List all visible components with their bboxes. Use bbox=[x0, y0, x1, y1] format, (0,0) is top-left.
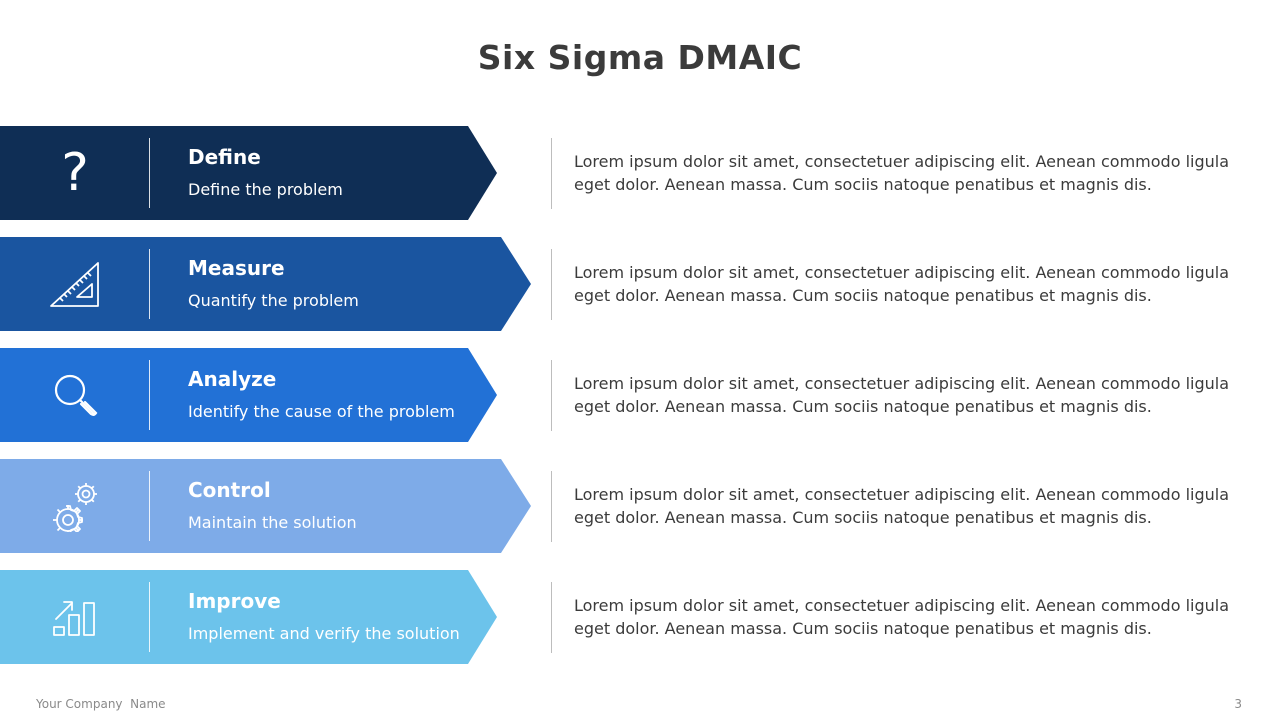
step-arrow-shape bbox=[0, 126, 497, 220]
step-title: Control bbox=[188, 478, 271, 502]
description-separator bbox=[551, 249, 552, 320]
step-subtitle: Quantify the problem bbox=[188, 291, 359, 310]
footer-page-number: 3 bbox=[1234, 697, 1242, 711]
step-row-analyze: Analyze Identify the cause of the proble… bbox=[0, 348, 1280, 442]
step-subtitle: Maintain the solution bbox=[188, 513, 357, 532]
step-title: Improve bbox=[188, 589, 281, 613]
description-separator bbox=[551, 138, 552, 209]
step-arrow-measure bbox=[0, 237, 531, 331]
step-divider bbox=[149, 471, 150, 541]
description-separator bbox=[551, 471, 552, 542]
step-arrow-define bbox=[0, 126, 497, 220]
step-title: Analyze bbox=[188, 367, 277, 391]
step-divider bbox=[149, 582, 150, 652]
step-title: Measure bbox=[188, 256, 285, 280]
step-subtitle: Identify the cause of the problem bbox=[188, 402, 455, 421]
step-title: Define bbox=[188, 145, 261, 169]
question-mark-glyph: ? bbox=[61, 143, 89, 203]
step-row-define: ? Define Define the problem Lorem ipsum … bbox=[0, 126, 1280, 220]
step-arrow-analyze bbox=[0, 348, 497, 442]
step-arrow-control bbox=[0, 459, 531, 553]
gears-icon bbox=[38, 479, 112, 533]
step-row-measure: Measure Quantify the problem Lorem ipsum… bbox=[0, 237, 1280, 331]
step-subtitle: Implement and verify the solution bbox=[188, 624, 460, 643]
question-mark-icon: ? bbox=[38, 146, 112, 200]
step-arrow-shape bbox=[0, 348, 497, 442]
step-description: Lorem ipsum dolor sit amet, consectetuer… bbox=[574, 485, 1230, 527]
slide-title: Six Sigma DMAIC bbox=[477, 38, 803, 77]
step-divider bbox=[149, 360, 150, 430]
growth-chart-icon bbox=[38, 590, 112, 644]
ruler-triangle-icon bbox=[38, 257, 112, 311]
step-arrow-improve bbox=[0, 570, 497, 664]
step-divider bbox=[149, 138, 150, 208]
description-separator bbox=[551, 360, 552, 431]
step-arrow-shape bbox=[0, 459, 531, 553]
step-subtitle: Define the problem bbox=[188, 180, 343, 199]
footer-company-name: Your Company Name bbox=[36, 697, 166, 711]
step-divider bbox=[149, 249, 150, 319]
step-row-improve: Improve Implement and verify the solutio… bbox=[0, 570, 1280, 664]
step-description: Lorem ipsum dolor sit amet, consectetuer… bbox=[574, 263, 1230, 305]
magnifier-icon bbox=[38, 368, 112, 422]
step-description: Lorem ipsum dolor sit amet, consectetuer… bbox=[574, 374, 1230, 416]
step-arrow-shape bbox=[0, 237, 531, 331]
description-separator bbox=[551, 582, 552, 653]
step-row-control: Control Maintain the solution Lorem ipsu… bbox=[0, 459, 1280, 553]
step-arrow-shape bbox=[0, 570, 497, 664]
step-description: Lorem ipsum dolor sit amet, consectetuer… bbox=[574, 152, 1230, 194]
step-description: Lorem ipsum dolor sit amet, consectetuer… bbox=[574, 596, 1230, 638]
